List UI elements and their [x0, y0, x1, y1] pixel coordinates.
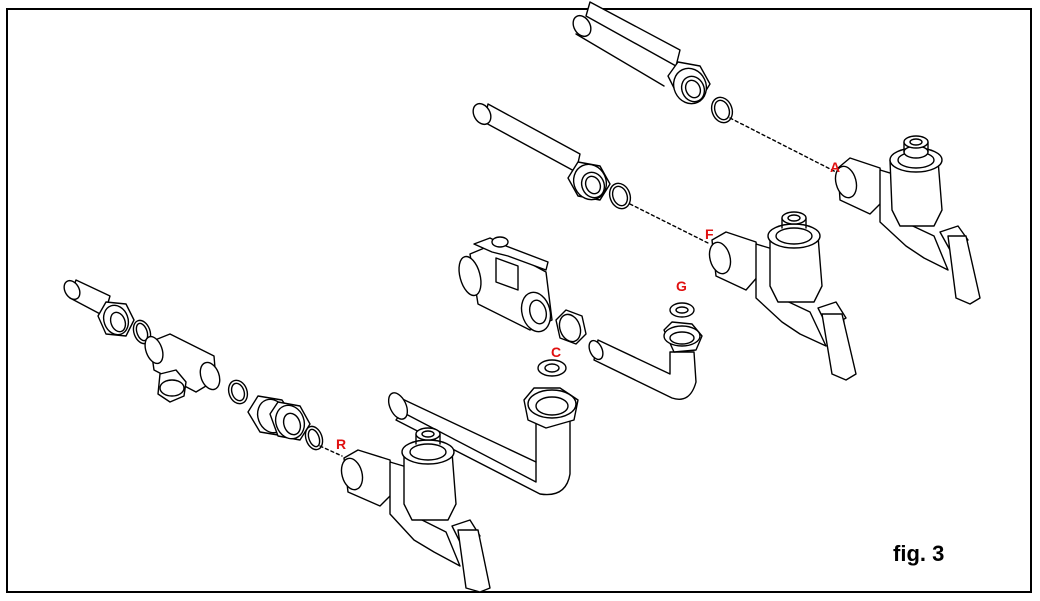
callout-a: A	[830, 159, 841, 175]
union-nut-a	[667, 61, 711, 105]
gasket-g	[669, 302, 695, 318]
callout-c: C	[551, 344, 562, 360]
axis-line-a	[729, 117, 837, 173]
callout-g: G	[676, 278, 687, 294]
union-nut-f	[567, 161, 611, 201]
pipe-a	[572, 1, 681, 87]
double-nut-r	[247, 395, 311, 441]
axis-line-f	[629, 203, 711, 245]
o-ring-f	[608, 182, 632, 210]
elbow-pipe-g	[588, 321, 703, 400]
valve-f	[708, 211, 857, 381]
axis-line-r	[319, 445, 343, 457]
o-ring-a	[710, 96, 734, 124]
ball-valve-nut	[555, 309, 587, 345]
ball-valve	[458, 236, 553, 333]
valve-r	[340, 427, 491, 593]
pipe-r	[63, 279, 111, 317]
nut-r-1	[97, 301, 135, 337]
tee-fitting	[144, 333, 221, 403]
callout-r: R	[336, 436, 347, 452]
o-ring-r-3	[304, 425, 324, 451]
valve-a	[834, 135, 981, 305]
callout-f: F	[705, 226, 714, 242]
pipe-f	[472, 102, 581, 173]
gasket-c	[537, 359, 567, 377]
figure-caption: fig. 3	[893, 541, 945, 566]
o-ring-r-2	[227, 379, 249, 405]
